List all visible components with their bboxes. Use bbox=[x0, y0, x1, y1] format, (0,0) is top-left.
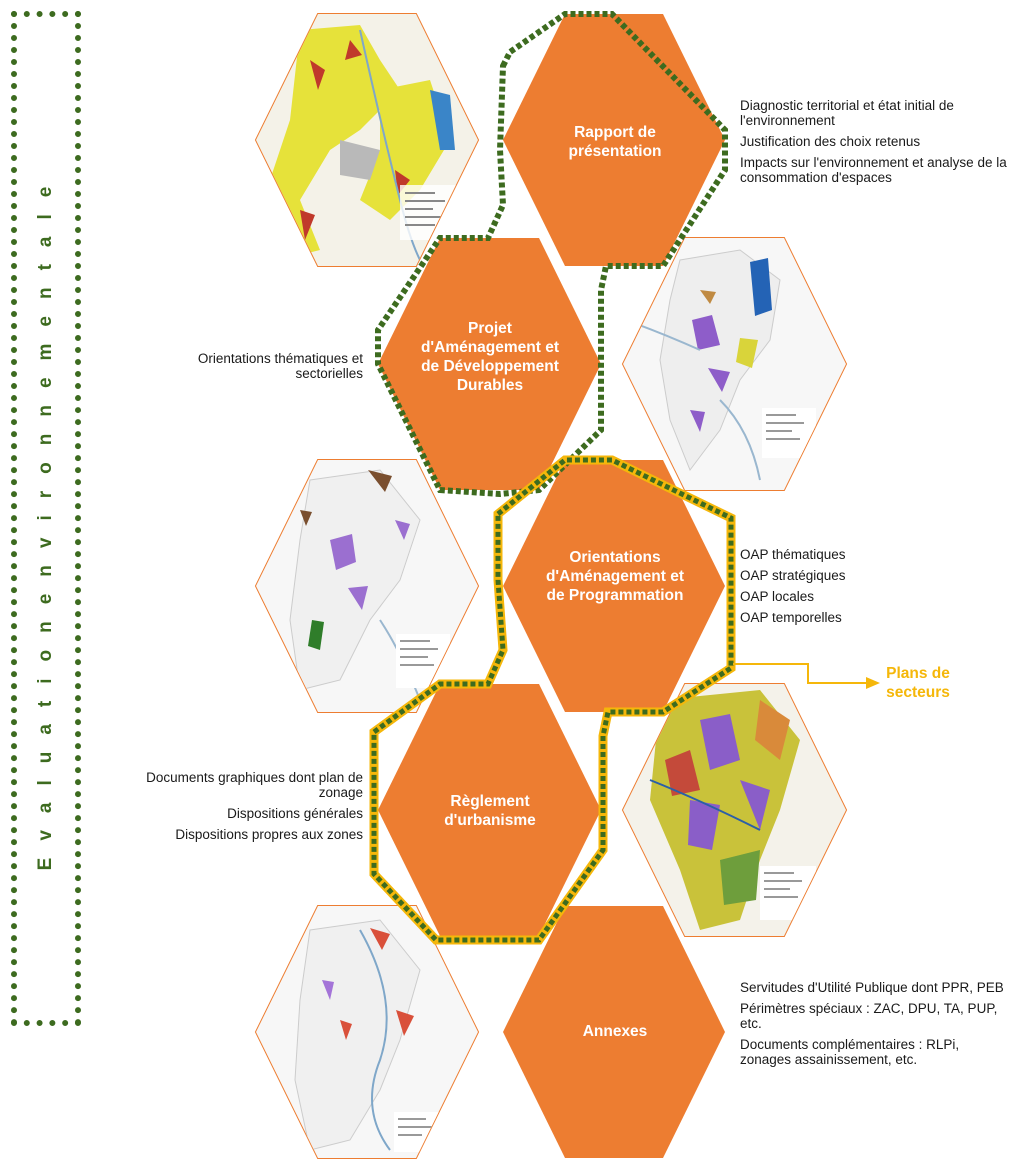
hexagon-rapport-title: Rapport de présentation bbox=[568, 124, 662, 160]
padd-item: Orientations thématiques et sectorielles bbox=[197, 351, 363, 381]
oap-item: OAP locales bbox=[740, 589, 815, 604]
plans-de-secteurs-label: Plans de secteurs bbox=[886, 665, 950, 701]
oap-item: OAP temporelles bbox=[740, 610, 842, 625]
annexes-description: Servitudes d'Utilité Publique dont PPR, … bbox=[740, 980, 1010, 1073]
rapport-item: Impacts sur l'environnement et analyse d… bbox=[740, 155, 1007, 185]
hexagon-reglement bbox=[378, 684, 601, 936]
map-reglement-thumbnail bbox=[621, 683, 848, 937]
hexagon-reglement-title: Règlement d'urbanisme bbox=[444, 793, 536, 829]
rapport-item: Diagnostic territorial et état initial d… bbox=[740, 98, 954, 128]
oap-description: OAP thématiques OAP stratégiques OAP loc… bbox=[740, 547, 940, 631]
map-oap-thumbnail bbox=[254, 459, 480, 713]
oap-item: OAP thématiques bbox=[740, 547, 846, 562]
plans-connector-line bbox=[733, 663, 868, 684]
hexagon-padd bbox=[378, 238, 601, 490]
reglement-item: Documents graphiques dont plan de zonage bbox=[146, 770, 363, 800]
green-dotted-inner-outline bbox=[371, 457, 734, 943]
reglement-description: Documents graphiques dont plan de zonage… bbox=[100, 770, 363, 848]
oap-item: OAP stratégiques bbox=[740, 568, 846, 583]
rapport-item: Justification des choix retenus bbox=[740, 134, 921, 149]
rapport-description: Diagnostic territorial et état initial d… bbox=[740, 98, 1010, 191]
map-rapport-thumbnail bbox=[254, 13, 480, 267]
hexagon-oap bbox=[503, 460, 725, 712]
hexagon-annexes-title: Annexes bbox=[582, 1023, 648, 1040]
hexagon-oap-title: Orientations d'Aménagement et de Program… bbox=[545, 549, 685, 604]
reglement-item: Dispositions générales bbox=[227, 806, 363, 821]
plans-connector-arrowhead bbox=[866, 677, 880, 689]
evaluation-environnementale-label: Evaluationenvironnementale bbox=[35, 169, 56, 871]
green-dotted-outline bbox=[375, 11, 728, 498]
annexes-item: Servitudes d'Utilité Publique dont PPR, … bbox=[740, 980, 1004, 995]
map-padd-thumbnail bbox=[621, 237, 848, 491]
annexes-item: Documents complémentaires : RLPi, zonage… bbox=[740, 1037, 960, 1067]
padd-description: Orientations thématiques et sectorielles bbox=[150, 351, 363, 387]
hexagon-padd-title: Projet d'Aménagement et de Développement… bbox=[420, 320, 560, 394]
reglement-item: Dispositions propres aux zones bbox=[175, 827, 363, 842]
hexagon-rapport bbox=[503, 14, 725, 266]
annexes-item: Périmètres spéciaux : ZAC, DPU, TA, PUP,… bbox=[740, 1001, 998, 1031]
evaluation-environnementale-box bbox=[11, 11, 81, 1026]
hexagon-annexes bbox=[503, 906, 725, 1158]
